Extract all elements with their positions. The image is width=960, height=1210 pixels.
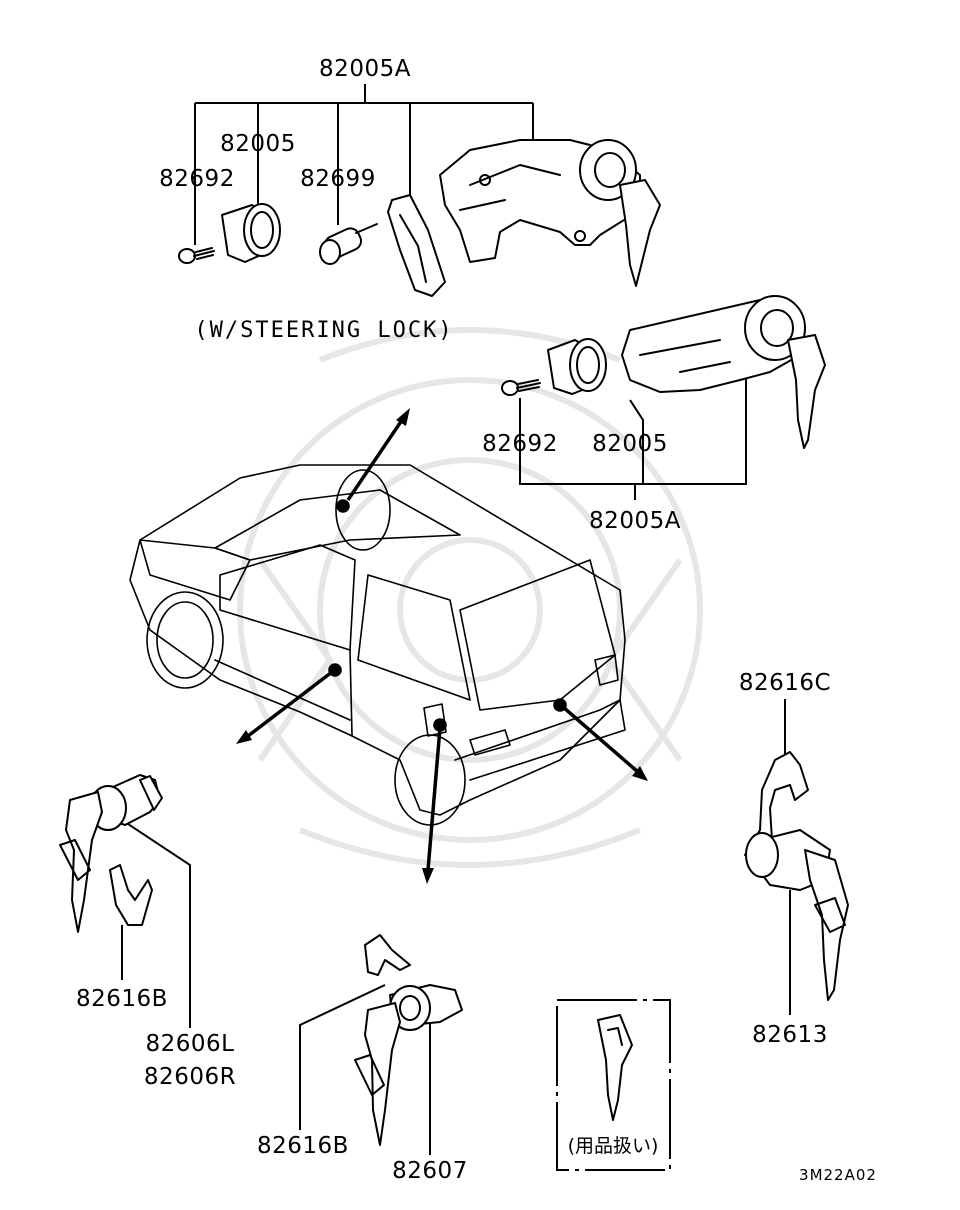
steering-lock-assembly-top (439, 139, 661, 287)
part-number-82005-mid: 82005 (592, 431, 668, 457)
part-number-82005A-mid: 82005A (589, 508, 681, 534)
diagram-code: 3M22A02 (799, 1166, 877, 1184)
accessory-key-note: (用品扱い) (568, 1135, 659, 1157)
key-ring-82005-top (221, 203, 281, 263)
hatchback-car-icon (129, 464, 626, 826)
part-number-82692-top: 82692 (159, 166, 235, 192)
part-number-82699: 82699 (300, 166, 376, 192)
plunger-82699 (319, 223, 378, 265)
part-number-82616B-bottom: 82616B (257, 1133, 349, 1159)
part-number-82616C: 82616C (739, 670, 831, 696)
screw-82692-top (178, 247, 215, 264)
logo-watermark-icon (237, 327, 703, 868)
retainer-82616B-left (109, 864, 153, 926)
part-number-82616B-left: 82616B (76, 986, 168, 1012)
fuel-lid-lock: 82616B 82607 (257, 934, 468, 1184)
retainer-82616B-bottom (364, 934, 411, 976)
part-number-82606R: 82606R (144, 1064, 236, 1090)
ignition-switch-body (621, 295, 826, 449)
steering-lock-note: (W/STEERING LOCK) (194, 318, 453, 343)
ignition-switch-group: 82692 82005 82005A (482, 295, 826, 534)
accessory-key-box: (用品扱い) (556, 999, 671, 1171)
screw-82692-mid (501, 379, 541, 396)
door-lock-cylinder-left: 82616B 82606L 82606R (59, 774, 236, 1090)
lock-cylinder-82607 (354, 984, 463, 1146)
key-ring-82005-mid (547, 338, 607, 395)
part-number-82607: 82607 (392, 1158, 468, 1184)
part-number-82005-top: 82005 (220, 131, 296, 157)
steering-lock-group: 82005A 82005 82692 82699 (W/STEERING LOC… (159, 56, 661, 343)
tailgate-lock: 82616C 82613 (739, 670, 849, 1048)
part-number-82613: 82613 (752, 1022, 828, 1048)
part-number-82606L: 82606L (146, 1031, 235, 1057)
part-number-82692-mid: 82692 (482, 431, 558, 457)
part-number-82005A-top: 82005A (319, 56, 411, 82)
lock-cylinder-82613 (745, 829, 849, 1001)
lock-cylinder-82606 (59, 774, 163, 933)
callout-arrows (236, 408, 648, 884)
lock-cover (387, 194, 446, 297)
blank-key-icon (597, 1014, 633, 1121)
